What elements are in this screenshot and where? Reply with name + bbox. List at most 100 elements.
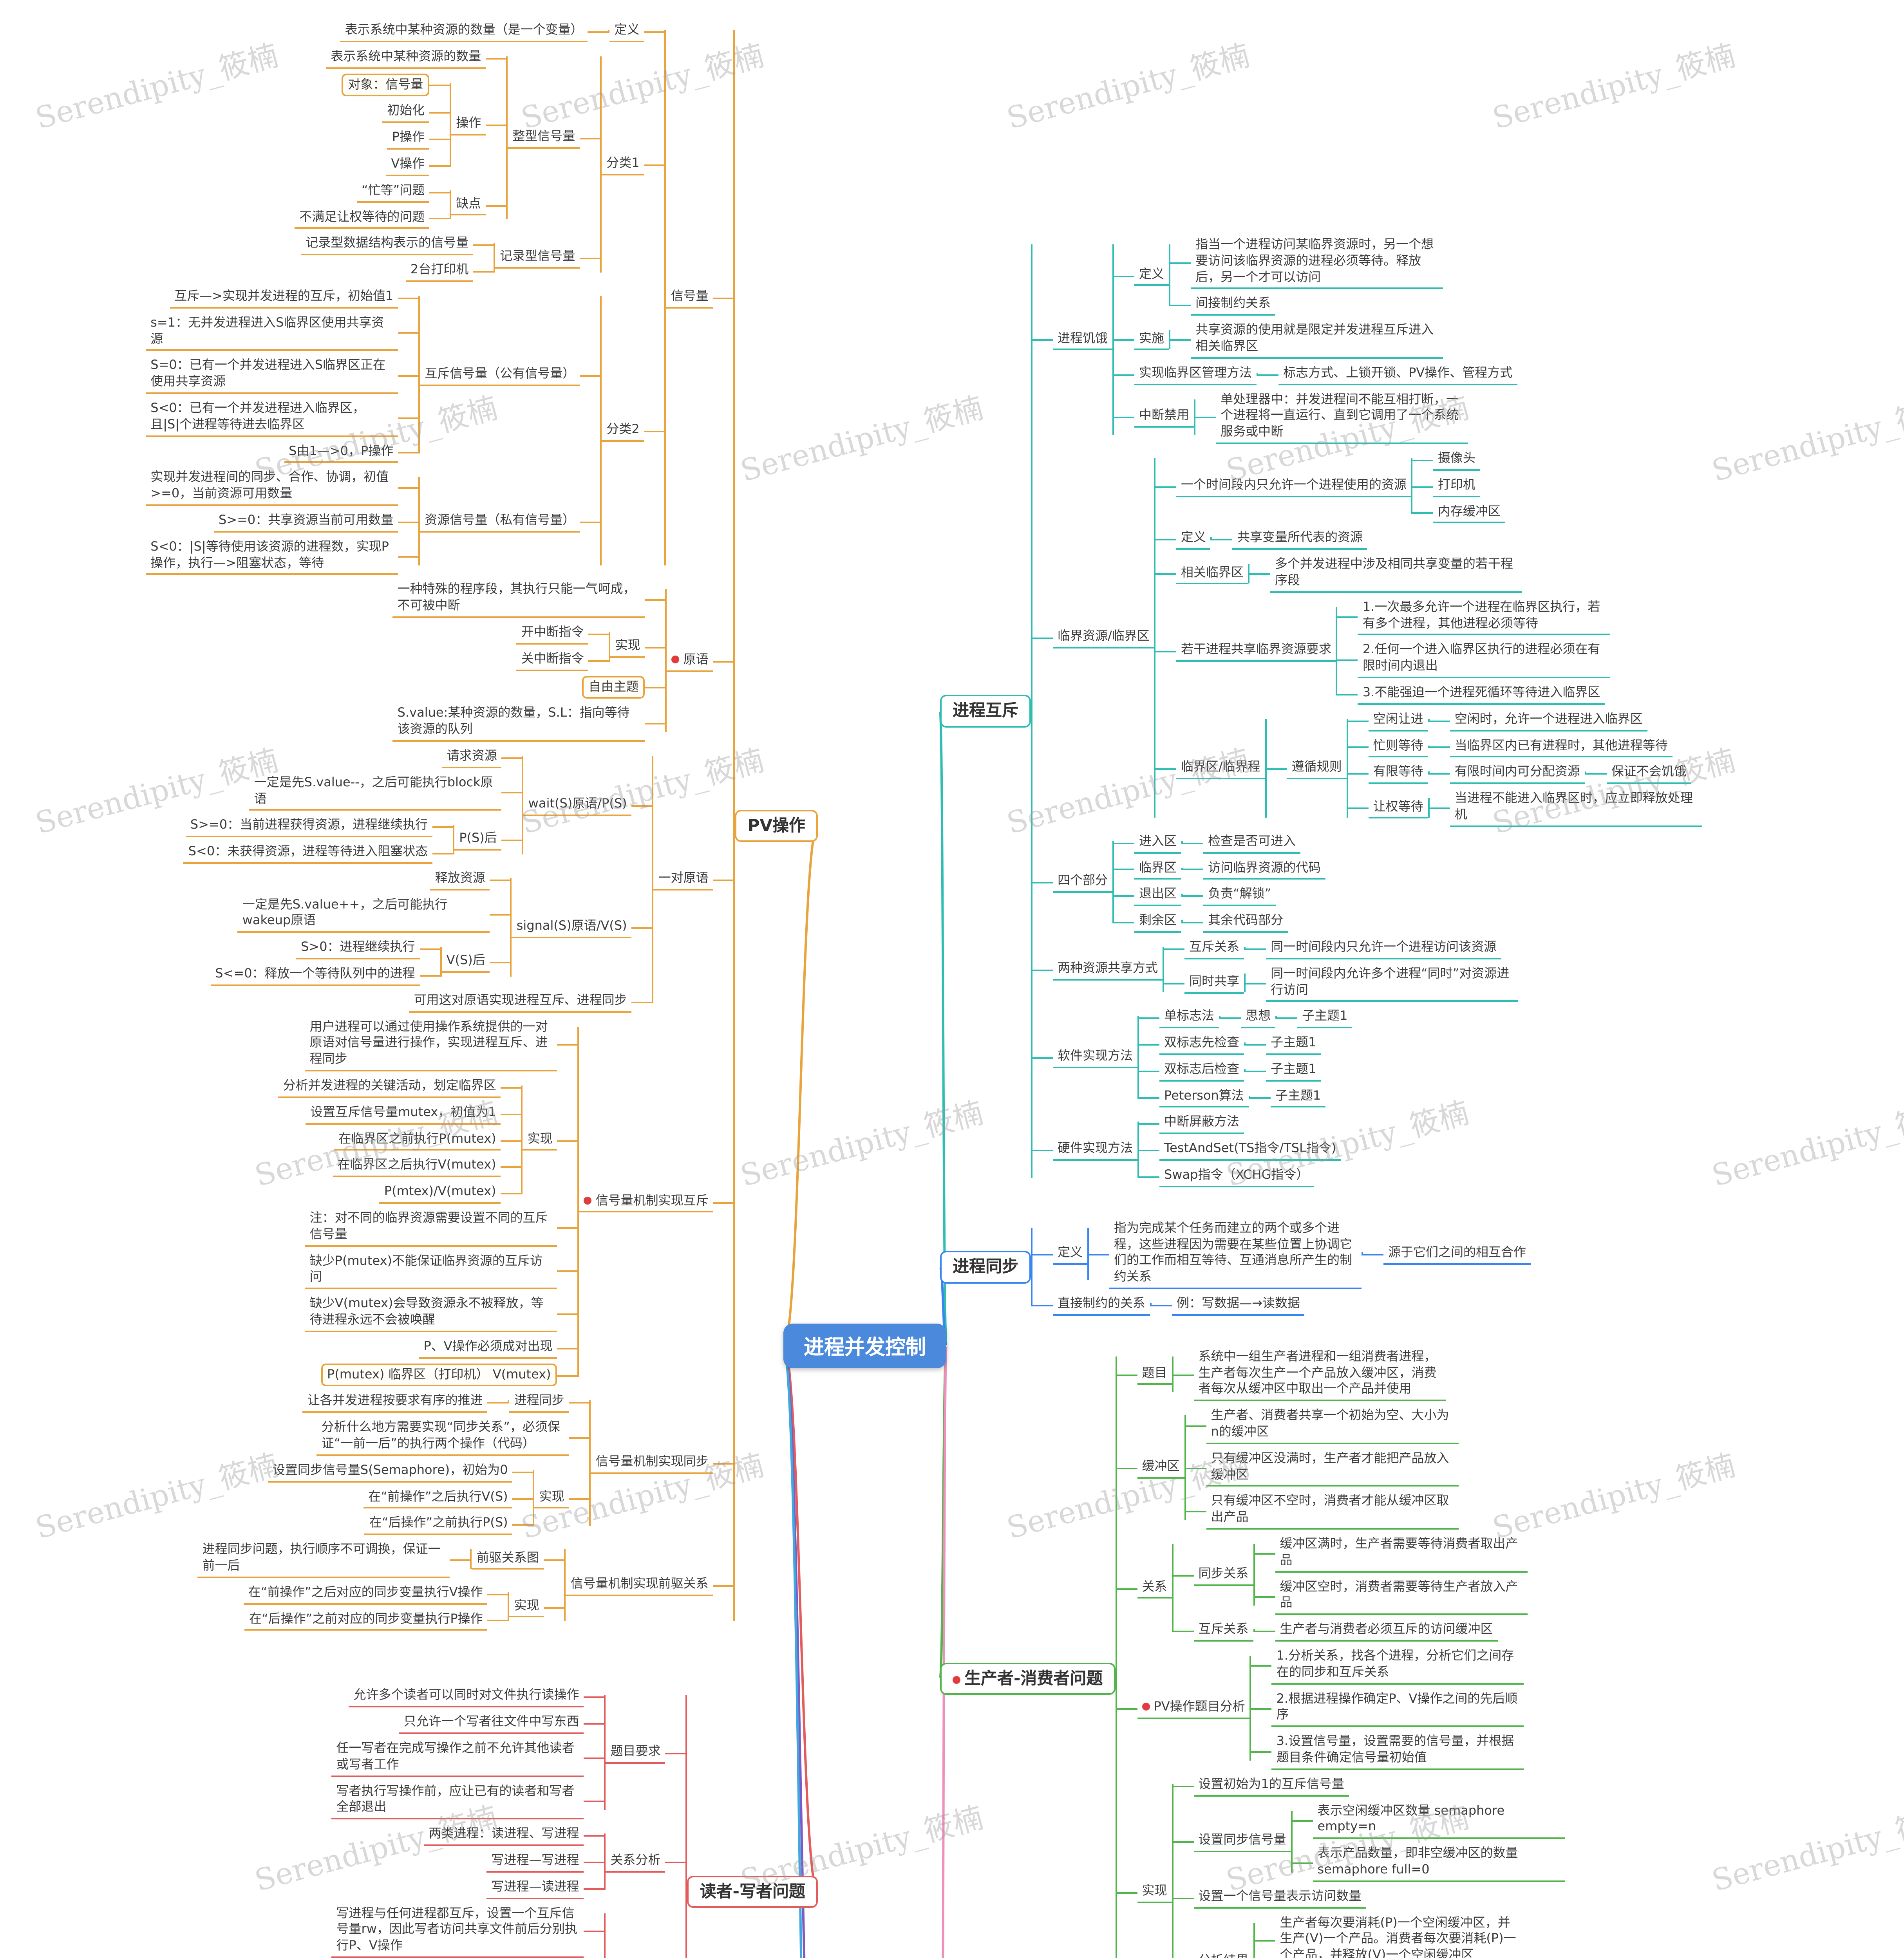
topic-node[interactable]: 共享资源的使用就是限定并发进程互斥进入相关临界区 — [1191, 320, 1443, 359]
topic-node[interactable]: 信号量机制实现前驱关系 — [566, 1575, 713, 1597]
topic-node[interactable]: 设置初始为1的互斥信号量 — [1193, 1775, 1349, 1797]
topic-node[interactable]: 子主题1 — [1297, 1007, 1353, 1029]
topic-node[interactable]: 一个时间段内只允许一个进程使用的资源 — [1176, 475, 1411, 497]
topic-node[interactable]: 缺少V(mutex)会导致资源永不被释放，等待进程永远不会被唤醒 — [305, 1294, 557, 1332]
topic-node[interactable]: 表示系统中某种资源的数量 — [326, 47, 486, 69]
topic-node[interactable]: 双标志后检查 — [1159, 1060, 1244, 1082]
topic-node[interactable]: 操作 — [451, 114, 486, 136]
topic-node[interactable]: S>=0：共享资源当前可用数量 — [213, 511, 398, 533]
topic-node[interactable]: 信号量 — [666, 287, 713, 309]
topic-node[interactable]: 自由主题 — [582, 676, 645, 699]
topic-node[interactable]: 单标志法 — [1159, 1007, 1219, 1029]
topic-node[interactable]: 一定是先S.value++，之后可能执行wakeup原语 — [237, 895, 490, 933]
topic-node[interactable]: 2.根据进程操作确定P、V操作之间的先后顺序 — [1271, 1689, 1524, 1727]
topic-node[interactable]: 临界资源/临界区 — [1053, 627, 1154, 649]
topic-node[interactable]: 题目 — [1137, 1363, 1172, 1385]
topic-node[interactable]: 标志方式、上锁开锁、PV操作、管程方式 — [1278, 363, 1517, 385]
topic-node[interactable]: 思想 — [1241, 1007, 1276, 1029]
topic-node[interactable]: 双标志先检查 — [1159, 1033, 1244, 1055]
topic-node[interactable]: 记录型信号量 — [495, 247, 580, 269]
topic-node[interactable]: 打印机 — [1433, 475, 1480, 497]
topic-node[interactable]: 定义 — [609, 20, 644, 42]
topic-node[interactable]: S=0：已有一个并发进程进入S临界区正在使用共享资源 — [146, 356, 398, 394]
topic-node[interactable]: S由1—>0，P操作 — [284, 441, 398, 463]
topic-node[interactable]: 中断屏蔽方法 — [1159, 1113, 1244, 1134]
topic-node[interactable]: 一对原语 — [653, 869, 713, 890]
topic-node[interactable]: 空闲时，允许一个进程进入临界区 — [1450, 709, 1647, 732]
topic-node[interactable]: 同一时间段内只允许一个进程访问该资源 — [1266, 937, 1501, 959]
topic-node[interactable]: 实现并发进程间的同步、合作、协调，初值>=0，当前资源可用数量 — [146, 468, 398, 506]
topic-node[interactable]: “忙等”问题 — [357, 181, 430, 203]
topic-node[interactable]: 互斥关系 — [1184, 937, 1244, 959]
topic-node[interactable]: 中断禁用 — [1134, 406, 1194, 428]
topic-node[interactable]: 缓冲区满时，生产者需要等待消费者取出产品 — [1275, 1534, 1528, 1573]
topic-node[interactable]: 直接制约的关系 — [1053, 1294, 1150, 1316]
topic-node[interactable]: P(mtex)/V(mutex) — [379, 1182, 501, 1204]
topic-node[interactable]: 在“前操作”之后执行V(S) — [363, 1487, 513, 1509]
topic-node[interactable]: 缓冲区空时，消费者需要等待生产者放入产品 — [1275, 1577, 1528, 1615]
topic-node[interactable]: 可用这对原语实现进程互斥、进程同步 — [409, 991, 632, 1013]
topic-node[interactable]: 分析什么地方需要实现“同步关系”，必须保证“一前一后”的执行两个操作（代码） — [316, 1418, 569, 1456]
topic-node[interactable]: P、V操作必须成对出现 — [419, 1337, 557, 1359]
branch-topic[interactable]: PV操作 — [735, 809, 818, 842]
topic-node[interactable]: 源于它们之间的相互合作 — [1383, 1243, 1531, 1265]
topic-node[interactable]: 初始化 — [382, 101, 430, 123]
topic-node[interactable]: 负责“解锁” — [1203, 885, 1276, 907]
topic-node[interactable]: 空闲让进 — [1368, 709, 1428, 732]
topic-node[interactable]: 请求资源 — [442, 746, 502, 768]
topic-node[interactable]: 遵循规则 — [1287, 757, 1347, 779]
topic-node[interactable]: 进程同步 — [509, 1391, 569, 1413]
topic-node[interactable]: 进程饥饿 — [1053, 329, 1113, 350]
branch-topic[interactable]: 读者-写者问题 — [687, 1875, 818, 1908]
topic-node[interactable]: 关中断指令 — [516, 649, 589, 671]
topic-node[interactable]: 前驱关系图 — [472, 1548, 544, 1570]
topic-node[interactable]: 生产者、消费者共享一个初始为空、大小为n的缓冲区 — [1206, 1406, 1459, 1444]
topic-node[interactable]: 软件实现方法 — [1053, 1046, 1138, 1068]
topic-node[interactable]: 指当一个进程访问某临界资源时，另一个想要访问该临界资源的进程必须等待。释放后，另… — [1191, 235, 1443, 289]
topic-node[interactable]: 分类1 — [602, 154, 644, 175]
topic-node[interactable]: 关系分析 — [606, 1851, 665, 1873]
topic-node[interactable]: 多个并发进程中涉及相同共享变量的若干程序段 — [1270, 555, 1522, 593]
topic-node[interactable]: 缺点 — [451, 194, 486, 216]
topic-node[interactable]: 表示系统中某种资源的数量（是一个变量） — [340, 20, 588, 42]
topic-node[interactable]: S<0：未获得资源，进程等待进入阻塞状态 — [183, 842, 433, 864]
topic-node[interactable]: 有限时间内可分配资源 — [1450, 762, 1585, 784]
topic-node[interactable]: 在临界区之前执行P(mutex) — [334, 1129, 501, 1151]
topic-node[interactable]: 单处理器中：并发进程间不能互相打断，一个进程将一直运行、直到它调用了一个系统服务… — [1216, 390, 1468, 444]
topic-node[interactable]: 当进程不能进入临界区时，应立即释放处理机 — [1450, 789, 1702, 827]
topic-node[interactable]: 指为完成某个任务而建立的两个或多个进程，这些进程因为需要在某些位置上协调它们的工… — [1109, 1219, 1362, 1290]
topic-node[interactable]: 只有缓冲区没满时，生产者才能把产品放入缓冲区 — [1206, 1449, 1459, 1487]
topic-node[interactable]: P(S)后 — [454, 829, 502, 851]
topic-node[interactable]: 写进程—读进程 — [486, 1877, 584, 1899]
topic-node[interactable]: 同步关系 — [1193, 1564, 1253, 1586]
topic-node[interactable]: 实现 — [534, 1487, 569, 1509]
topic-node[interactable]: 同一时间段内允许多个进程“同时”对资源进行访问 — [1266, 964, 1519, 1002]
topic-node[interactable]: 分析并发进程的关键活动，划定临界区 — [278, 1076, 501, 1098]
topic-node[interactable]: 间接制约关系 — [1191, 294, 1276, 316]
topic-node[interactable]: 相关临界区 — [1176, 563, 1248, 585]
topic-node[interactable]: 定义 — [1134, 264, 1169, 286]
topic-node[interactable]: 分类2 — [602, 420, 644, 442]
topic-node[interactable]: 让各并发进程按要求有序的推进 — [302, 1391, 488, 1413]
topic-node[interactable]: 题目要求 — [606, 1742, 665, 1764]
topic-node[interactable]: 临界区 — [1134, 858, 1182, 880]
topic-node[interactable]: Swap指令（XCHG指令） — [1159, 1165, 1314, 1187]
topic-node[interactable]: 同时共享 — [1184, 972, 1244, 994]
topic-node[interactable]: 原语 — [667, 650, 713, 672]
topic-node[interactable]: 对象：信号量 — [342, 73, 430, 97]
topic-node[interactable]: 互斥—>实现并发进程的互斥，初始值1 — [170, 287, 398, 309]
topic-node[interactable]: 关系 — [1137, 1577, 1172, 1599]
topic-node[interactable]: 系统中一组生产者进程和一组消费者进程，生产者每次生产一个产品放入缓冲区，消费者每… — [1193, 1347, 1446, 1402]
topic-node[interactable]: 进入区 — [1134, 831, 1182, 854]
topic-node[interactable]: 只允许一个写者往文件中写东西 — [399, 1712, 584, 1734]
topic-node[interactable]: 硬件实现方法 — [1053, 1139, 1138, 1161]
topic-node[interactable]: 任一写者在完成写操作之前不允许其他读者或写者工作 — [331, 1739, 584, 1777]
topic-node[interactable]: 在“前操作”之后对应的同步变量执行V操作 — [243, 1583, 488, 1605]
topic-node[interactable]: 释放资源 — [430, 869, 490, 890]
topic-node[interactable]: 3.设置信号量，设置需要的信号量，并根据题目条件确定信号量初始值 — [1271, 1732, 1524, 1770]
topic-node[interactable]: 开中断指令 — [516, 623, 589, 645]
topic-node[interactable]: signal(S)原语/V(S) — [512, 916, 632, 938]
topic-node[interactable]: 整型信号量 — [508, 127, 580, 149]
topic-node[interactable]: 退出区 — [1134, 885, 1182, 907]
branch-topic[interactable]: 进程互斥 — [940, 695, 1031, 728]
